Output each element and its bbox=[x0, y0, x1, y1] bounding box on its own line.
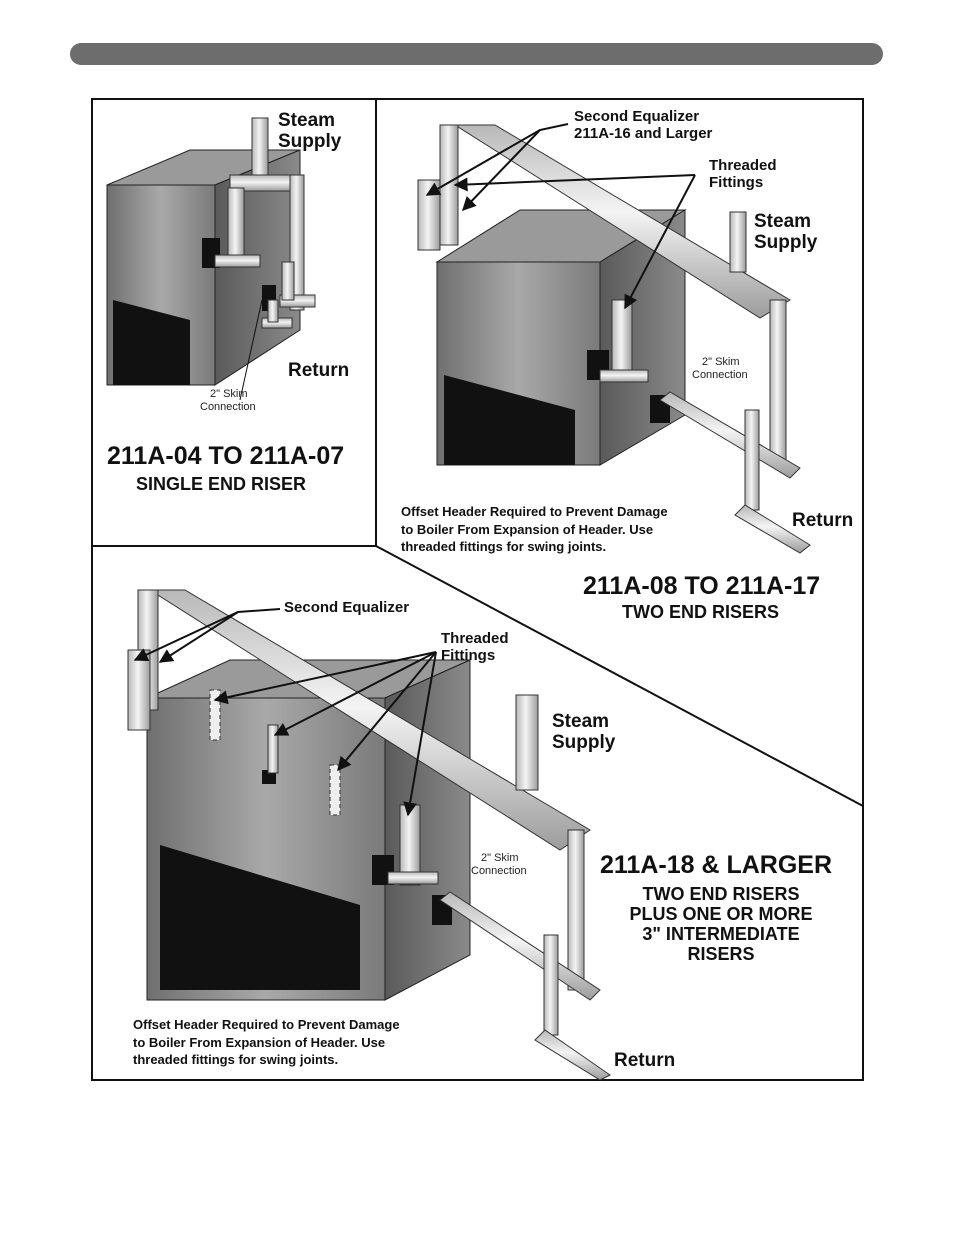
leader-arrows bbox=[133, 123, 696, 817]
panel-frame bbox=[91, 98, 864, 1081]
header-bar bbox=[70, 43, 883, 65]
offset-header-note-b: Offset Header Required to Prevent Damage… bbox=[401, 504, 668, 555]
boiler-two-risers bbox=[435, 209, 687, 466]
return-label-c: Return bbox=[614, 1050, 676, 1071]
panel-b-title: 211A-08 TO 211A-17 bbox=[583, 572, 821, 600]
return-label-a: Return bbox=[288, 360, 350, 381]
piping-two-risers bbox=[417, 124, 811, 554]
panel-a-title: 211A-04 TO 211A-07 bbox=[107, 442, 345, 470]
offset-header-note-c: Offset Header Required to Prevent Damage… bbox=[133, 1017, 400, 1068]
piping-larger bbox=[127, 589, 611, 1081]
second-equalizer-label-c: Second Equalizer bbox=[284, 599, 410, 616]
panel-a-subtitle: SINGLE END RISER bbox=[136, 474, 307, 494]
boiler-larger bbox=[146, 659, 471, 1001]
panel-b-subtitle: TWO END RISERS bbox=[622, 602, 780, 622]
return-label-b: Return bbox=[792, 510, 854, 531]
piping-single-riser bbox=[214, 117, 316, 401]
panel-c-title: 211A-18 & LARGER bbox=[600, 851, 833, 879]
